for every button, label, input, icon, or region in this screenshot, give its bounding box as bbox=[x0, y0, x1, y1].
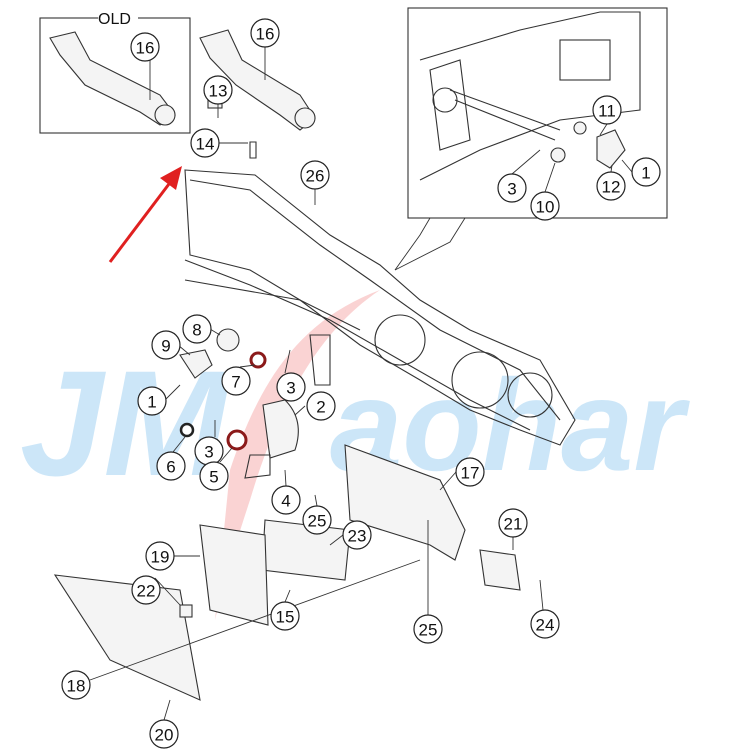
callout-25: 25 bbox=[413, 614, 443, 644]
gear-part bbox=[249, 351, 267, 369]
red-arrow-indicator bbox=[108, 166, 182, 263]
callout-12: 12 bbox=[596, 171, 626, 201]
callout-number: 21 bbox=[504, 515, 523, 534]
callout-number: 19 bbox=[151, 548, 170, 567]
callout-number: 17 bbox=[461, 464, 480, 483]
callout-number: 14 bbox=[196, 135, 215, 154]
callout-number: 12 bbox=[602, 178, 621, 197]
gear-part bbox=[216, 328, 240, 352]
callout-4: 4 bbox=[271, 485, 301, 515]
callout-number: 9 bbox=[161, 337, 170, 356]
callout-number: 16 bbox=[256, 25, 275, 44]
spring-part bbox=[249, 141, 257, 159]
callout-number: 24 bbox=[536, 616, 555, 635]
callout-number: 3 bbox=[286, 379, 295, 398]
callout-3: 3 bbox=[194, 436, 224, 466]
callout-17: 17 bbox=[455, 457, 485, 487]
callout-19: 19 bbox=[145, 541, 175, 571]
callout-number: 4 bbox=[281, 492, 290, 511]
motor-part bbox=[262, 399, 299, 459]
callout-6: 6 bbox=[156, 451, 186, 481]
callout-number: 2 bbox=[316, 398, 325, 417]
callout-11: 11 bbox=[592, 95, 622, 125]
detail-inset bbox=[394, 7, 668, 271]
callout-number: 25 bbox=[308, 512, 327, 531]
callout-14: 14 bbox=[190, 128, 220, 158]
callout-number: 6 bbox=[166, 458, 175, 477]
old-label: OLD bbox=[98, 11, 131, 28]
callout-number: 8 bbox=[192, 321, 201, 340]
side-plate-part bbox=[344, 444, 466, 561]
callout-number: 23 bbox=[348, 527, 367, 546]
callout-number: 5 bbox=[209, 468, 218, 487]
callout-5: 5 bbox=[199, 461, 229, 491]
callout-number: 26 bbox=[306, 167, 325, 186]
callout-9: 9 bbox=[151, 330, 181, 360]
callout-7: 7 bbox=[221, 366, 251, 396]
callout-3: 3 bbox=[497, 173, 527, 203]
callout-number: 16 bbox=[136, 39, 155, 58]
leader-lines bbox=[89, 47, 633, 721]
watermark-swoosh bbox=[215, 290, 380, 620]
gear-part bbox=[226, 429, 248, 451]
callout-8: 8 bbox=[182, 314, 212, 344]
callout-number: 1 bbox=[147, 393, 156, 412]
callout-15: 15 bbox=[270, 601, 300, 631]
callout-22: 22 bbox=[131, 575, 161, 605]
callout-number: 3 bbox=[204, 443, 213, 462]
main-frame bbox=[184, 169, 576, 446]
callout-number: 25 bbox=[419, 621, 438, 640]
callout-18: 18 bbox=[61, 670, 91, 700]
callout-number: 15 bbox=[276, 608, 295, 627]
callout-number: 1 bbox=[641, 164, 650, 183]
callout-number: 10 bbox=[536, 198, 555, 217]
connector-part bbox=[479, 549, 521, 591]
callout-24: 24 bbox=[530, 609, 560, 639]
callout-26: 26 bbox=[300, 160, 330, 190]
callout-25: 25 bbox=[302, 505, 332, 535]
bracket-part bbox=[179, 349, 213, 379]
callout-2: 2 bbox=[306, 391, 336, 421]
callout-1: 1 bbox=[631, 157, 661, 187]
callout-1: 1 bbox=[137, 386, 167, 416]
old-part-inset: OLD bbox=[39, 8, 191, 134]
callout-10: 10 bbox=[530, 191, 560, 221]
callout-13: 13 bbox=[203, 75, 233, 105]
cover-part bbox=[199, 524, 269, 626]
callout-number: 3 bbox=[507, 180, 516, 199]
callout-16: 16 bbox=[250, 18, 280, 48]
callout-number: 18 bbox=[67, 677, 86, 696]
callout-23: 23 bbox=[342, 520, 372, 550]
callout-number: 11 bbox=[598, 102, 616, 121]
callout-number: 13 bbox=[209, 82, 228, 101]
callout-group: 1616131426111123108971323654251723211922… bbox=[61, 18, 661, 749]
callout-number: 22 bbox=[137, 582, 156, 601]
callout-number: 7 bbox=[231, 373, 240, 392]
callout-16: 16 bbox=[130, 32, 160, 62]
callout-21: 21 bbox=[498, 508, 528, 538]
callout-number: 20 bbox=[155, 726, 174, 745]
washer-part bbox=[179, 422, 195, 438]
callout-3: 3 bbox=[276, 372, 306, 402]
callout-20: 20 bbox=[149, 719, 179, 749]
